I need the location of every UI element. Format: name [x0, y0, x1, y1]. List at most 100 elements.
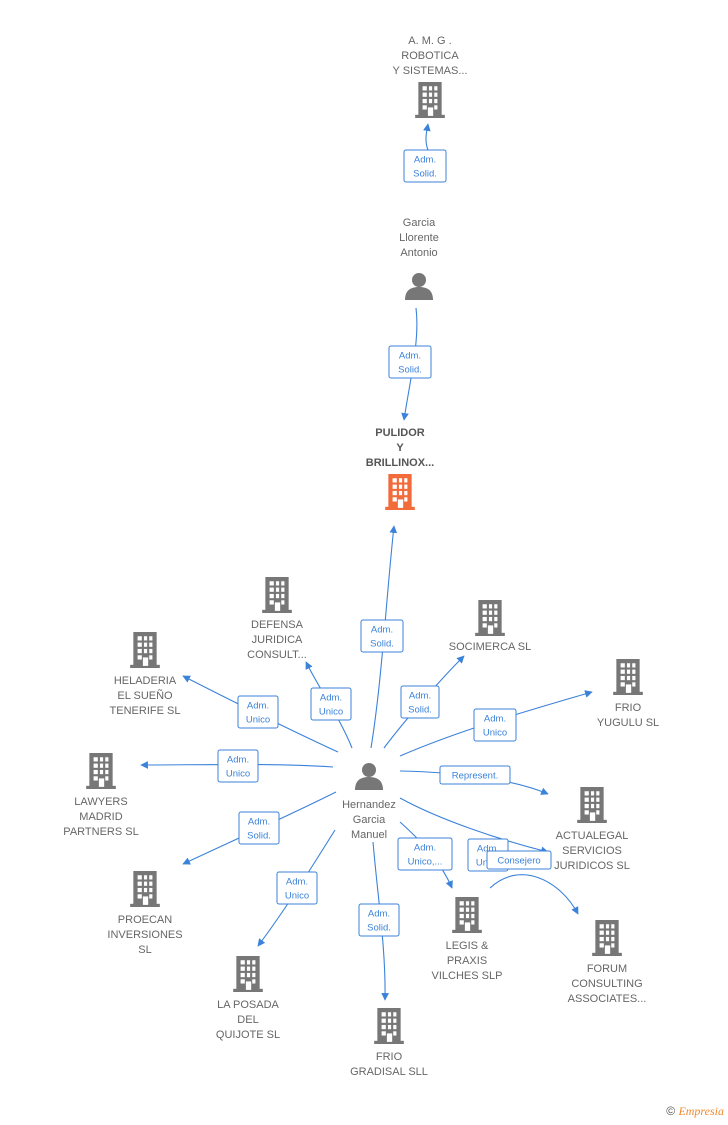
node-posada[interactable]: LA POSADA DEL QUIJOTE SL — [216, 956, 280, 1041]
edge-label-text: Adm. — [247, 701, 269, 712]
edge-label-text: Adm. — [371, 625, 393, 636]
building-icon — [86, 753, 116, 789]
edges-layer: Adm.Solid.Adm.Solid.Adm.Solid.Adm.UnicoA… — [140, 123, 593, 1001]
node-label: PULIDOR — [375, 427, 425, 439]
relationship-edge: Consejero — [486, 850, 579, 915]
edge-label[interactable]: Adm.Solid. — [403, 149, 447, 183]
building-icon — [475, 600, 505, 636]
brand-logo: Empresia — [678, 1104, 724, 1118]
edge-label-text: Represent. — [452, 771, 498, 782]
node-label: HELADERIA — [114, 675, 177, 687]
edge-label-text: Adm. — [227, 755, 249, 766]
edge-label-text: Solid. — [367, 923, 391, 934]
edge-label-text: Adm. — [320, 693, 342, 704]
node-label: PARTNERS SL — [63, 826, 138, 838]
relationship-edge: Adm.Solid. — [358, 841, 400, 1001]
node-label: DEL — [237, 1014, 258, 1026]
node-label: TENERIFE SL — [110, 705, 181, 717]
edge-label[interactable]: Adm.Unico — [473, 708, 517, 742]
node-label: Llorente — [399, 232, 439, 244]
node-defensa[interactable]: DEFENSA JURIDICA CONSULT... — [247, 577, 307, 661]
edge-label-text: Adm. — [399, 351, 421, 362]
edge-label-box — [360, 619, 404, 653]
node-label: DEFENSA — [251, 619, 304, 631]
relationship-edge: Adm.Solid. — [182, 791, 337, 865]
node-label: QUIJOTE SL — [216, 1029, 280, 1041]
edge-label-box — [237, 695, 279, 729]
node-label: ASSOCIATES... — [568, 993, 647, 1005]
edge-label-text: Adm. — [409, 691, 431, 702]
relationship-edge: Adm.Solid. — [403, 123, 447, 183]
node-label: ROBOTICA — [401, 50, 459, 62]
node-label: SOCIMERCA SL — [449, 641, 532, 653]
edge-label-text: Solid. — [247, 831, 271, 842]
person-icon — [405, 273, 433, 300]
edge-label-box — [276, 871, 318, 905]
node-label: Garcia — [353, 814, 386, 826]
building-icon — [577, 787, 607, 823]
relationship-edge: Adm.Unico,... — [397, 821, 453, 889]
edge-label-text: Unico — [285, 891, 309, 902]
node-label: EL SUEÑO — [117, 689, 173, 702]
edge-label-box — [403, 149, 447, 183]
edge-label[interactable]: Adm.Solid. — [238, 811, 280, 845]
edge-label-box — [397, 837, 453, 871]
edge-label[interactable]: Consejero — [486, 850, 552, 870]
node-pulidor[interactable]: PULIDORYBRILLINOX... — [366, 427, 434, 510]
edge-label[interactable]: Adm.Unico — [237, 695, 279, 729]
edge-label[interactable]: Adm. Solid. — [360, 619, 404, 653]
edge-line — [489, 874, 579, 915]
edge-label-text: Unico — [226, 769, 250, 780]
relationship-edge: Adm.Unico — [182, 675, 339, 753]
node-label: ACTUALEGAL — [556, 830, 629, 842]
edge-label[interactable]: Adm.Solid. — [358, 903, 400, 937]
edge-label-box — [439, 765, 511, 785]
building-icon — [415, 82, 445, 118]
node-label: CONSULT... — [247, 649, 307, 661]
node-label: LEGIS & — [446, 940, 489, 952]
relationship-edge: Adm.Unico — [399, 690, 593, 757]
building-icon — [130, 632, 160, 668]
edge-label-text: Adm. — [286, 877, 308, 888]
node-label: LAWYERS — [74, 796, 127, 808]
node-label: FRIO — [376, 1051, 403, 1063]
edge-label[interactable]: Adm. Unico — [217, 749, 259, 783]
node-socimerca[interactable]: SOCIMERCA SL — [449, 600, 532, 653]
relationship-edge: Adm. Unico — [257, 829, 336, 947]
edge-label[interactable]: Adm. Unico — [276, 871, 318, 905]
edge-label[interactable]: Represent. — [439, 765, 511, 785]
node-heladeria[interactable]: HELADERIA EL SUEÑO TENERIFE SL — [110, 632, 181, 717]
edge-label[interactable]: Adm.Solid. — [400, 685, 440, 719]
edge-label-text: Solid. — [370, 639, 394, 650]
node-label: SERVICIOS — [562, 845, 622, 857]
node-forum[interactable]: FORUMCONSULTINGASSOCIATES... — [568, 920, 647, 1005]
edge-label-text: Unico — [319, 707, 343, 718]
edge-label-text: Adm. — [477, 844, 499, 855]
node-label: Antonio — [400, 247, 437, 259]
node-label: JURIDICA — [252, 634, 303, 646]
node-label: GRADISAL SLL — [350, 1066, 428, 1078]
node-label: FRIO — [615, 702, 642, 714]
edge-label-box — [358, 903, 400, 937]
node-label: LA POSADA — [217, 999, 279, 1011]
node-label: JURIDICOS SL — [554, 860, 630, 872]
edge-label-box — [400, 685, 440, 719]
building-icon — [613, 659, 643, 695]
node-label: Y SISTEMAS... — [393, 65, 468, 77]
node-actualegal[interactable]: ACTUALEGAL SERVICIOS JURIDICOS SL — [554, 787, 630, 872]
node-friogradisal[interactable]: FRIO GRADISAL SLL — [350, 1008, 428, 1078]
edge-label[interactable]: Adm.Solid. — [388, 345, 432, 379]
node-label: CONSULTING — [571, 978, 642, 990]
node-label: SL — [138, 944, 151, 956]
edge-label[interactable]: Adm. Unico — [310, 687, 352, 721]
edge-label[interactable]: Adm.Unico,... — [397, 837, 453, 871]
